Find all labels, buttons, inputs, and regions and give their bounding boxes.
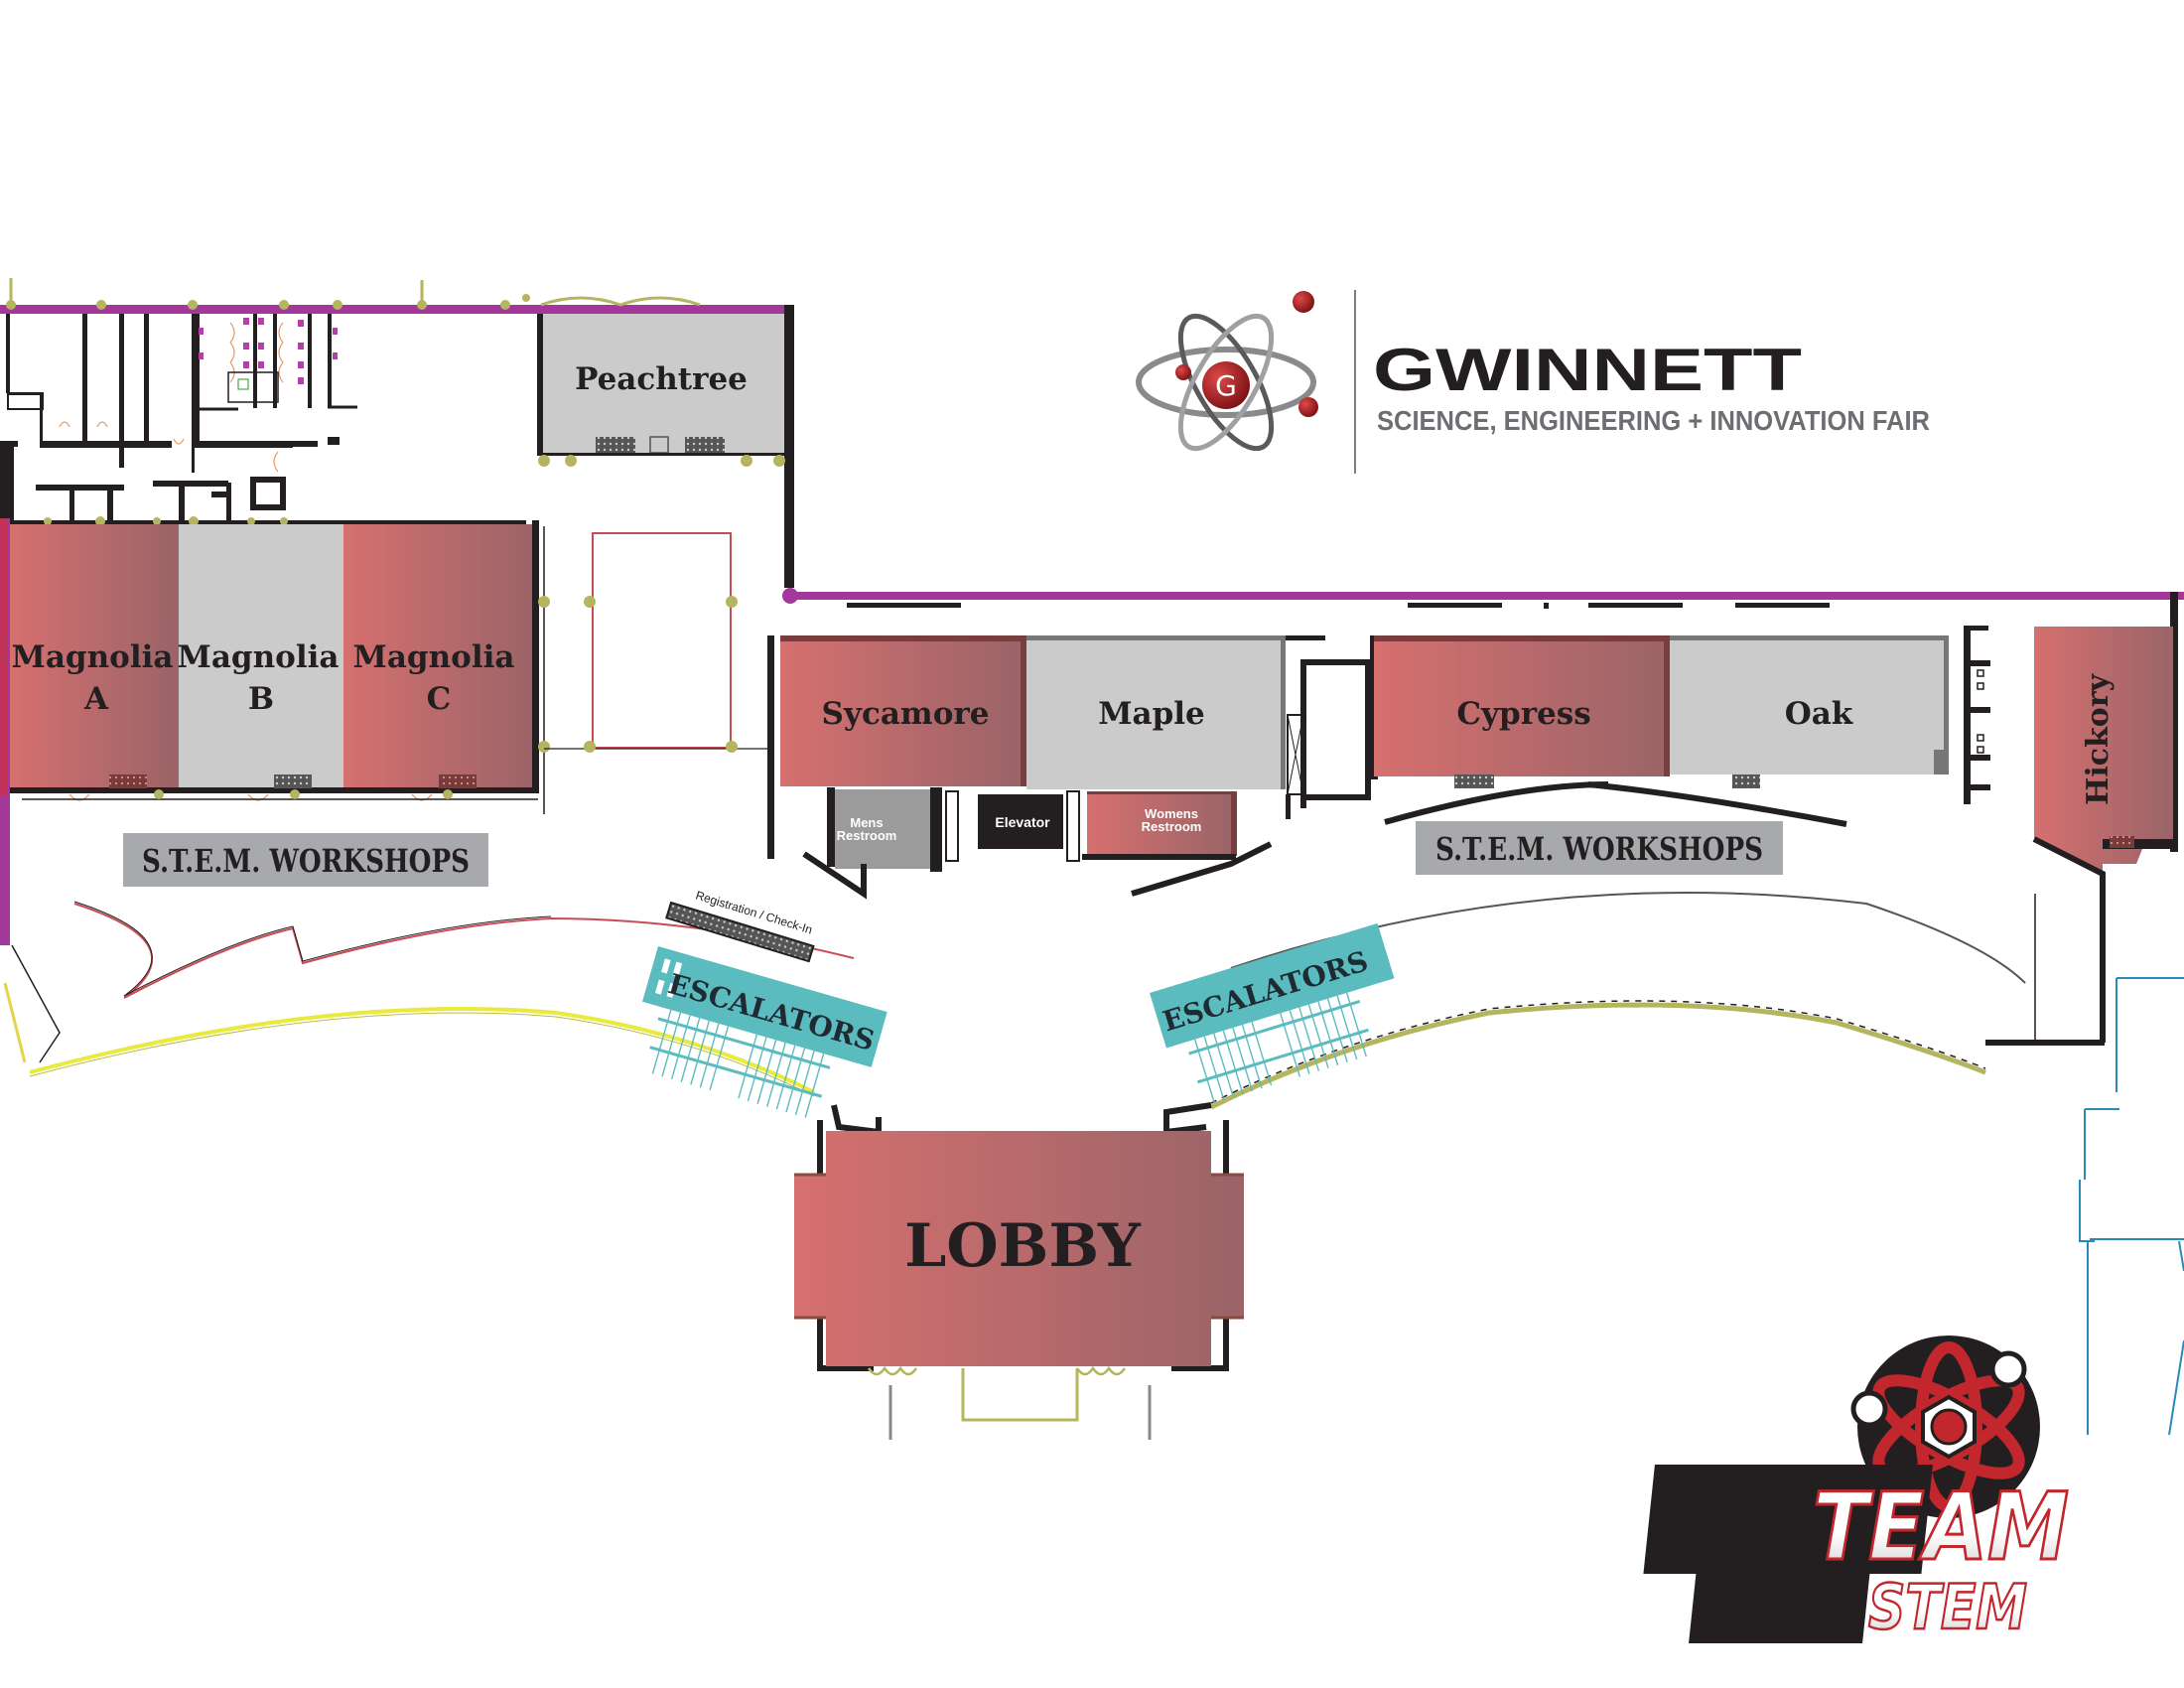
elevator[interactable] (978, 794, 1063, 849)
room-peachtree[interactable]: Peachtree (537, 296, 794, 588)
service-corridor-right (1964, 626, 1990, 804)
room-label-magnolia-b-2: B (248, 681, 274, 717)
room-label-cypress: Cypress (1456, 696, 1590, 732)
adjacent-building-outline (2079, 977, 2184, 1436)
concourse-outlines (3, 891, 2105, 1110)
room-sycamore[interactable]: Sycamore (767, 635, 1021, 859)
exterior-wall-top-left (0, 305, 784, 314)
room-label-magnolia-a-2: A (83, 681, 109, 717)
logo-title: GWINNETT (1373, 337, 1802, 403)
room-label-magnolia-c-1: Magnolia (353, 639, 515, 675)
registration-check-in-desk[interactable]: Registration / Check-In (665, 888, 815, 963)
womens-restroom[interactable] (1087, 794, 1234, 854)
room-magnolia-a[interactable] (10, 524, 179, 792)
room-oak[interactable]: Oak (1587, 635, 1949, 827)
room-maple[interactable]: Maple (1021, 635, 1286, 789)
label-mens-restroom-2: Restroom (837, 828, 897, 843)
restroom-elevator-block: Mens Restroom Elevator Womens Restroom (802, 787, 1273, 900)
label-stem-workshops-left: S.T.E.M. WORKSHOPS (142, 842, 470, 880)
logo-subtitle: SCIENCE, ENGINEERING + INNOVATION FAIR (1377, 405, 1930, 436)
room-label-lobby: LOBBY (904, 1211, 1142, 1281)
team-stem-logo: TEAM STEM (1643, 1336, 2071, 1644)
team-logo-line1: TEAM (1813, 1474, 2069, 1582)
room-magnolia-c[interactable] (343, 524, 536, 792)
label-womens-restroom-1: Womens (1145, 806, 1198, 821)
prefunction-outline (544, 532, 774, 753)
exterior-wall-top-right (784, 592, 2184, 600)
label-stem-workshops-right: S.T.E.M. WORKSHOPS (1435, 830, 1763, 868)
gwinnett-logo: G GWINNETT SCIENCE, ENGINEERING + INNOVA… (1136, 290, 1930, 474)
team-logo-line2: STEM (1868, 1571, 2027, 1643)
room-label-magnolia-c-2: C (427, 681, 452, 717)
atom-g-icon: G (1136, 291, 1318, 452)
mens-restroom[interactable] (835, 789, 930, 869)
room-cypress[interactable]: Cypress (1370, 635, 1670, 825)
room-label-oak: Oak (1785, 696, 1854, 732)
stem-workshops-left: S.T.E.M. WORKSHOPS (123, 833, 488, 887)
room-magnolia-b[interactable] (179, 524, 343, 792)
room-magnolia-group: Magnolia A Magnolia B Magnolia C (10, 520, 550, 814)
stem-workshops-right: S.T.E.M. WORKSHOPS (1416, 821, 1783, 875)
room-label-magnolia-b-1: Magnolia (178, 639, 340, 675)
room-label-maple: Maple (1098, 696, 1205, 732)
room-label-sycamore: Sycamore (822, 696, 990, 732)
label-womens-restroom-2: Restroom (1142, 819, 1202, 834)
room-hickory[interactable]: Hickory (2032, 627, 2174, 1043)
room-label-magnolia-a-1: Magnolia (12, 639, 174, 675)
room-label-hickory: Hickory (2081, 672, 2116, 805)
room-label-peachtree: Peachtree (575, 361, 748, 397)
stairwell (1286, 635, 1371, 819)
svg-text:G: G (1215, 369, 1237, 402)
label-elevator: Elevator (995, 814, 1050, 830)
service-corridor-area (0, 278, 784, 945)
label-mens-restroom-1: Mens (850, 815, 883, 830)
room-lobby[interactable]: LOBBY (794, 1102, 1244, 1440)
